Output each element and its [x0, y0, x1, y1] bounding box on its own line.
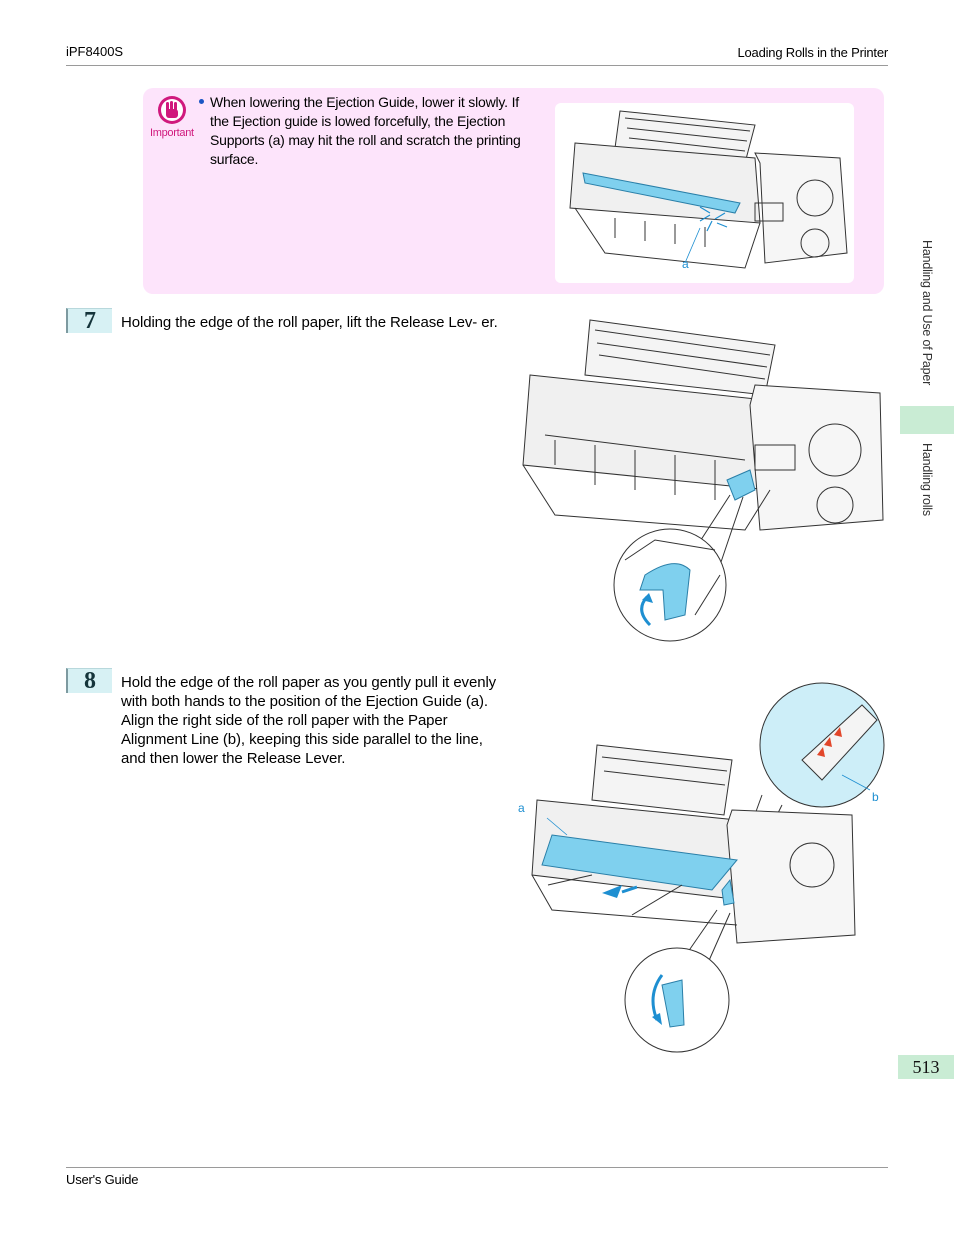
- release-lever-lift-figure: [515, 315, 887, 645]
- important-hand-icon: [158, 96, 186, 124]
- step-7-badge: 7: [66, 308, 112, 334]
- header-product: iPF8400S: [66, 44, 124, 59]
- roll-paper-alignment-figure: b a: [512, 675, 890, 1060]
- step-7-text: Holding the edge of the roll paper, lift…: [121, 314, 498, 331]
- sidebar-active-tab: [900, 406, 954, 434]
- sidebar-chapter: Handling and Use of Paper: [920, 240, 934, 386]
- important-label: Important: [150, 127, 194, 139]
- important-text: When lowering the Ejection Guide, lower …: [210, 94, 521, 167]
- page-number: 513: [898, 1055, 954, 1079]
- figure-label-a-step8: a: [518, 801, 525, 815]
- printer-paper-alignment-illustration: b a: [518, 682, 885, 1053]
- sidebar-section: Handling rolls: [920, 443, 934, 516]
- printer-illustration: a: [569, 110, 848, 271]
- step-8-text: Hold the edge of the roll paper as you g…: [121, 674, 497, 767]
- footer-guide: User's Guide: [66, 1172, 139, 1187]
- figure-label-a: a: [682, 257, 689, 271]
- bullet-icon: [199, 99, 204, 104]
- footer-divider: [66, 1167, 888, 1168]
- ejection-guide-figure: a: [555, 103, 854, 283]
- header-section: Loading Rolls in the Printer: [737, 45, 889, 60]
- header-divider: [66, 65, 888, 66]
- figure-label-b: b: [872, 790, 879, 804]
- step-8-badge: 8: [66, 668, 112, 694]
- printer-release-lever-illustration: [522, 319, 884, 642]
